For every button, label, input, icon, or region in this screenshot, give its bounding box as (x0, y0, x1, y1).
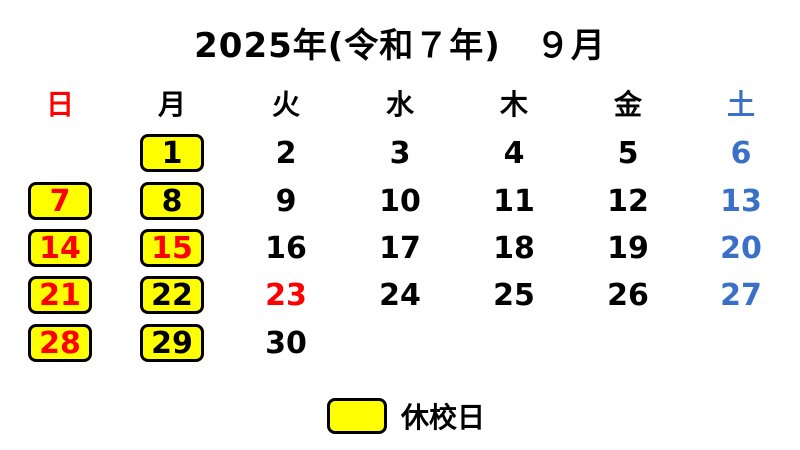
weekday-header: 土 (726, 88, 755, 121)
day-cell: 17 (379, 230, 421, 266)
day-cell: 12 (607, 183, 649, 219)
legend: 休校日 (327, 395, 485, 437)
weekday-header: 火 (271, 88, 300, 121)
legend-swatch (327, 398, 387, 434)
day-cell-holiday: 7 (28, 182, 92, 220)
calendar-title: 2025年(令和７年) ９月 (194, 26, 606, 66)
day-cell-holiday: 15 (140, 229, 204, 267)
day-cell-holiday: 22 (140, 276, 204, 314)
day-cell: 3 (389, 135, 411, 171)
day-cell-holiday: 14 (28, 229, 92, 267)
day-cell: 24 (379, 277, 421, 313)
day-cell-holiday: 29 (140, 324, 204, 362)
weekday-header: 月 (157, 88, 186, 121)
day-cell: 25 (493, 277, 535, 313)
day-cell: 18 (493, 230, 535, 266)
day-cell: 11 (493, 183, 535, 219)
day-cell: 20 (720, 230, 762, 266)
day-cell: 10 (379, 183, 421, 219)
weekday-header: 日 (45, 88, 74, 121)
day-cell: 23 (265, 277, 307, 313)
day-cell: 27 (720, 277, 762, 313)
day-cell: 2 (275, 135, 297, 171)
day-cell: 9 (275, 183, 297, 219)
day-cell: 13 (720, 183, 762, 219)
day-cell: 5 (617, 135, 639, 171)
weekday-header: 木 (499, 88, 528, 121)
day-cell: 4 (503, 135, 525, 171)
legend-label: 休校日 (401, 401, 486, 434)
day-cell: 16 (265, 230, 307, 266)
weekday-header: 金 (613, 88, 642, 121)
day-cell-holiday: 28 (28, 324, 92, 362)
weekday-header: 水 (385, 88, 414, 121)
day-cell: 6 (730, 135, 752, 171)
day-cell-holiday: 1 (140, 134, 204, 172)
day-cell: 30 (265, 325, 307, 361)
day-cell-holiday: 8 (140, 182, 204, 220)
day-cell-holiday: 21 (28, 276, 92, 314)
day-cell: 26 (607, 277, 649, 313)
day-cell: 19 (607, 230, 649, 266)
